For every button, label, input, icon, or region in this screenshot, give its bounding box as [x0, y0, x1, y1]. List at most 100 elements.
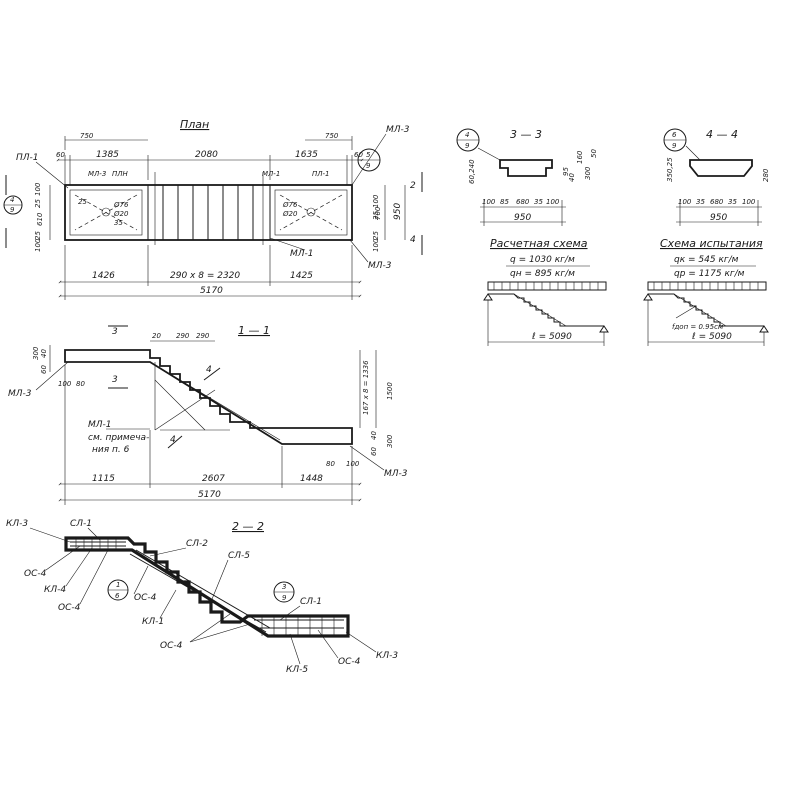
plan-dim-1385: 1385: [96, 150, 119, 160]
plan-dim-left-25a: 25: [34, 199, 42, 208]
section-1-1-dim-1115: 1115: [92, 474, 115, 484]
section-4-4-width: 950: [710, 213, 727, 223]
section-1-1-dim-risers: 167 x 8 = 1336: [362, 360, 370, 415]
section-3-3-dim-50: 50: [590, 149, 598, 158]
section-2-2-label-os4-c: ОС-4: [134, 593, 157, 603]
svg-text:9: 9: [282, 594, 287, 602]
section-1-1-label-ml1: МЛ-1: [88, 420, 112, 430]
calc-q: q = 1030 кг/м: [510, 255, 575, 265]
plan-dim-2080: 2080: [195, 150, 218, 160]
test-title: Схема испытания: [660, 237, 763, 250]
svg-text:3: 3: [282, 583, 286, 591]
section-4-4-dim-35b: 35: [728, 198, 737, 206]
section-1-1-dim-60-right: 60: [370, 447, 378, 456]
plan-dim-total: 5170: [200, 286, 223, 296]
plan-label-pln: ПЛН: [112, 170, 129, 178]
plan-callout-4-9: 4 9: [3, 175, 23, 248]
section-1-1-dim-20: 20: [152, 332, 161, 340]
section-2-2-label-sl2: СЛ-2: [186, 539, 208, 549]
plan-dim-right-100a: 100: [372, 194, 380, 208]
section-4-4-title: 4 — 4: [706, 128, 738, 141]
section-1-1-title: 1 — 1: [238, 324, 270, 337]
test-support-right: [759, 325, 769, 333]
section-1-1-dim-300: 300: [32, 346, 40, 360]
section-3-3-title: 3 — 3: [510, 128, 542, 141]
plan-hole-pin-left: Ø20: [113, 210, 129, 218]
plan-dim-right-25a: 25: [372, 211, 380, 220]
section-1-1-mark-4b: 4: [170, 435, 176, 445]
section-1-1-dim-300-right: 300: [386, 434, 394, 448]
svg-text:6: 6: [672, 131, 677, 139]
plan-dim-750-left: 750: [80, 132, 94, 140]
test-qk: qк = 545 кг/м: [674, 255, 739, 265]
svg-text:6: 6: [115, 592, 120, 600]
section-1-1-dim-100-right: 100: [346, 460, 360, 468]
plan-dim-35-left: 35: [114, 219, 123, 227]
section-3-3-dim-35: 35: [534, 198, 543, 206]
section-2-2-title: 2 — 2: [232, 520, 264, 533]
plan-hole-left: [101, 207, 111, 217]
plan-dim-750-right: 750: [325, 132, 339, 140]
section-1-1-dim-80-right: 80: [326, 460, 335, 468]
plan-hole-diam-right: Ø76: [282, 201, 298, 209]
section-2-2-reinforcement: [70, 538, 344, 636]
section-2-2-label-os4-d: ОС-4: [338, 657, 361, 667]
test-stair-profile: [648, 293, 764, 327]
calc-scheme: Расчетная схема q = 1030 кг/м qн = 895 к…: [483, 237, 609, 346]
plan-label-ml3-bottom: МЛ-3: [368, 261, 392, 271]
section-1-1: 1 — 1 20 290 290 3 3 4 4 300 40 60 100 8…: [8, 324, 408, 505]
section-3-3-dim-100a: 100: [482, 198, 496, 206]
section-4-4-dim-100a: 100: [678, 198, 692, 206]
calc-title: Расчетная схема: [490, 237, 588, 250]
section-2-2-profile: [64, 536, 350, 638]
section-3-3-dim-160: 160: [576, 150, 584, 164]
svg-text:4: 4: [465, 131, 469, 139]
calc-stair-profile: [488, 293, 604, 327]
plan-label-ml3-left: МЛ-3: [88, 170, 106, 178]
section-4-4-dim-100b: 100: [742, 198, 756, 206]
svg-text:1: 1: [116, 581, 120, 589]
plan-dim-right-100b: 100: [372, 238, 380, 252]
plan-hole-right: [306, 207, 316, 217]
plan-label-ml1-bottom: МЛ-1: [290, 249, 314, 259]
svg-text:9: 9: [672, 142, 677, 150]
plan-label-ml3-top: МЛ-3: [386, 125, 410, 135]
section-1-1-label-ml3-right: МЛ-3: [384, 469, 408, 479]
section-3-3-dim-40: 40: [568, 173, 576, 182]
section-1-1-dim-60: 60: [40, 365, 48, 374]
section-3-3-dim-300: 300: [584, 166, 592, 180]
test-deflection-note: fдоп = 0.95см: [672, 323, 724, 331]
svg-text:4: 4: [10, 196, 14, 204]
plan-dim-right-700: 700: [374, 206, 382, 220]
section-1-1-dim-2607: 2607: [202, 474, 225, 484]
plan-title: План: [180, 118, 209, 131]
section-1-1-dim-40: 40: [40, 349, 48, 358]
section-3-3-profile: [499, 159, 553, 177]
section-2-2-label-kl3-right: КЛ-3: [376, 651, 398, 661]
section-2-2-label-os4-e: ОС-4: [160, 641, 183, 651]
plan-dim-left-25b: 25: [34, 231, 42, 240]
test-qp: qр = 1175 кг/м: [674, 269, 745, 279]
plan-hole-pin-right: Ø20: [282, 210, 298, 218]
plan-label-pl1-left: ПЛ-1: [16, 153, 39, 163]
plan-landing-left: [69, 189, 143, 236]
plan-hole-diam-left: Ø76: [113, 201, 129, 209]
section-2-2-label-kl4: КЛ-4: [44, 585, 66, 595]
section-4-4-profile: [689, 159, 753, 177]
section-1-1-dim-80: 80: [76, 380, 85, 388]
section-1-1-mark-4a: 4: [206, 365, 212, 375]
test-scheme: Схема испытания qк = 545 кг/м qр = 1175 …: [643, 237, 769, 346]
section-1-1-dim-total: 5170: [198, 490, 221, 500]
svg-text:9: 9: [366, 162, 371, 170]
section-3-3-callout: 4 9: [456, 128, 501, 161]
section-1-1-dim-40-right: 40: [370, 431, 378, 440]
plan-dim-25-left: 25: [78, 198, 87, 206]
svg-text:9: 9: [465, 142, 470, 150]
section-3-3-dim-95: 95: [562, 167, 570, 176]
plan-dim-left-100a: 100: [34, 182, 42, 196]
calc-support-left: [483, 293, 493, 301]
plan-treads: [147, 172, 271, 245]
section-1-1-mark-3b: 3: [112, 375, 118, 385]
test-support-left: [643, 293, 653, 301]
